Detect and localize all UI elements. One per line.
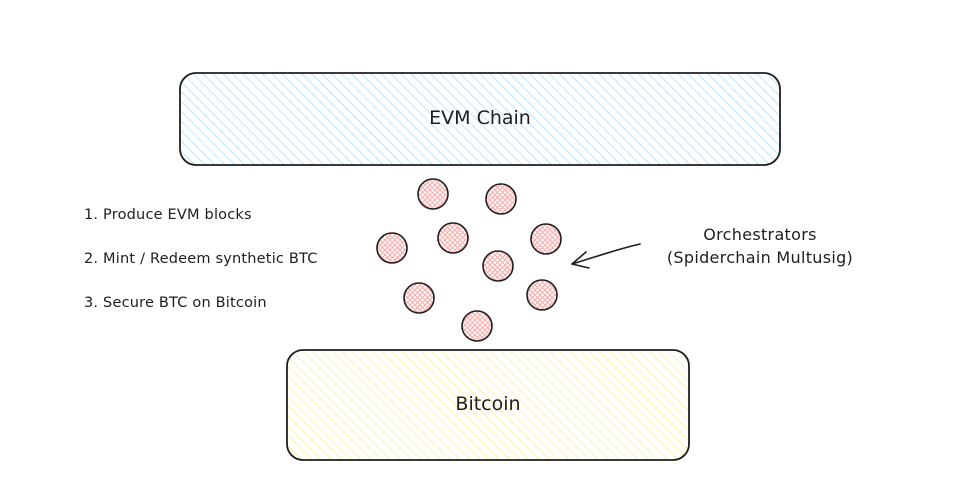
orchestrator-node: [526, 279, 558, 311]
bitcoin-label: Bitcoin: [455, 393, 521, 415]
orchestrator-node: [417, 178, 449, 210]
orchestrator-node: [376, 232, 408, 264]
step-item: 1. Produce EVM blocks: [84, 207, 252, 223]
bitcoin-box: [286, 349, 690, 461]
orchestrator-node: [461, 310, 493, 342]
orchestrator-node: [482, 250, 514, 282]
orchestrator-node: [403, 282, 435, 314]
evm-chain-label: EVM Chain: [429, 107, 531, 129]
orchestrator-node: [485, 183, 517, 215]
evm-chain-box: [179, 72, 781, 166]
step-item: 3. Secure BTC on Bitcoin: [84, 295, 267, 311]
step-item: 2. Mint / Redeem synthetic BTC: [84, 251, 318, 267]
orchestrators-arrow: [571, 243, 641, 269]
orchestrator-node: [437, 222, 469, 254]
orchestrators-title: Orchestrators: [703, 225, 817, 244]
orchestrator-node: [530, 223, 562, 255]
orchestrator-nodes: [376, 178, 562, 342]
orchestrators-subtitle: (Spiderchain Multusig): [666, 248, 854, 267]
